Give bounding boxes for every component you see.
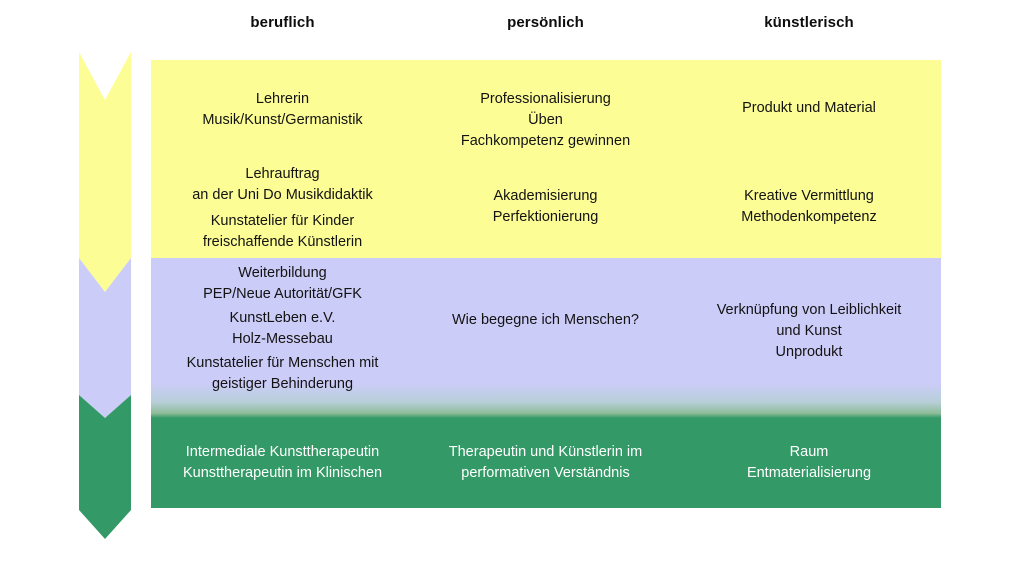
cell-purple-persoenlich-1: Wie begegne ich Menschen? xyxy=(451,312,639,328)
cell-purple-beruflich-1: Weiterbildung PEP/Neue Autorität/GFK xyxy=(203,265,362,302)
cell-yellow-beruflich-1: Lehrerin Musik/Kunst/Germanistik xyxy=(202,91,363,128)
cell-yellow-kuenstlerisch-1: Produkt und Material xyxy=(742,100,876,116)
cell-purple-beruflich-2: KunstLeben e.V. Holz-Messebau xyxy=(229,310,336,347)
cell-green-kuenstlerisch-1: Raum Entmaterialisierung xyxy=(746,444,872,481)
arrow-segment-purple-icon xyxy=(79,258,131,418)
phase-bands: Lehrerin Musik/Kunst/Germanistik Lehrauf… xyxy=(151,60,941,508)
column-header-persoenlich: persönlich xyxy=(507,14,584,31)
cell-purple-kuenstlerisch-1: Verknüpfung von Leiblichkeit und Kunst U… xyxy=(716,302,902,360)
cell-yellow-kuenstlerisch-2: Kreative Vermittlung Methodenkompetenz xyxy=(741,188,877,225)
column-header-beruflich: beruflich xyxy=(250,14,315,31)
cell-purple-beruflich-3: Kunstatelier für Menschen mit geistiger … xyxy=(186,355,379,392)
band-green: Intermediale Kunsttherapeutin Kunstthera… xyxy=(151,418,941,508)
cell-yellow-persoenlich-2: Akademisierung Perfektionierung xyxy=(492,188,599,225)
cell-yellow-persoenlich-1: Professionalisierung Üben Fachkompetenz … xyxy=(460,91,631,149)
cell-green-persoenlich-1: Therapeutin und Künstlerin im performati… xyxy=(448,444,643,481)
column-header-kuenstlerisch: künstlerisch xyxy=(764,14,854,31)
cell-yellow-beruflich-2: Lehrauftrag an der Uni Do Musikdidaktik xyxy=(192,166,373,203)
band-purple: Weiterbildung PEP/Neue Autorität/GFK Kun… xyxy=(151,258,941,418)
three-phase-down-arrow xyxy=(79,52,131,539)
arrow-segment-yellow-icon xyxy=(79,52,131,292)
arrow-svg xyxy=(79,52,131,539)
band-yellow: Lehrerin Musik/Kunst/Germanistik Lehrauf… xyxy=(151,60,941,258)
cell-green-beruflich-1: Intermediale Kunsttherapeutin Kunstthera… xyxy=(182,444,383,481)
arrow-segment-green-icon xyxy=(79,395,131,539)
cell-yellow-beruflich-3: Kunstatelier für Kinder freischaffende K… xyxy=(202,213,363,250)
